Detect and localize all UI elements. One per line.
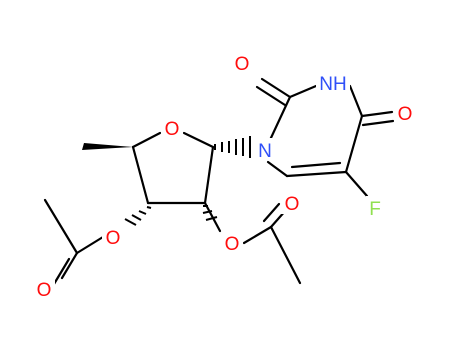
bond-c5-c6-double bbox=[290, 161, 342, 169]
bond-cacyl-o-left-double bbox=[52, 257, 71, 286]
wedge-c4-methyl bbox=[82, 143, 133, 150]
bond-c2-c1 bbox=[203, 145, 215, 205]
atom-o-carbonyl-left: O bbox=[37, 280, 52, 301]
atom-o-carbonyl-right: O bbox=[285, 194, 300, 215]
bond-c2-o2 bbox=[260, 77, 292, 99]
atom-o4: O bbox=[398, 104, 413, 125]
bond-n3-c4 bbox=[348, 84, 364, 118]
bond-c4-o4 bbox=[360, 110, 394, 118]
bond-c2-n3 bbox=[288, 84, 318, 99]
bond-c6-n1 bbox=[266, 160, 289, 178]
bond-n1-c2 bbox=[268, 95, 292, 142]
atom-o-ester-right: O bbox=[225, 234, 240, 255]
atom-f: F bbox=[369, 199, 381, 220]
atom-o-ring: O bbox=[165, 119, 180, 140]
bond-c5-f bbox=[344, 170, 369, 198]
hash-c2-o bbox=[202, 205, 218, 221]
atom-labels: O N NH O O F O O O O bbox=[33, 52, 416, 301]
hash-c3-o bbox=[124, 206, 152, 226]
bond-c2-o2-double bbox=[255, 85, 287, 107]
bond-c2p-o bbox=[203, 201, 222, 233]
bond-o-cacyl-left bbox=[75, 235, 105, 255]
bond-c4-o4p bbox=[131, 131, 162, 149]
bond-c4-c5 bbox=[344, 114, 364, 174]
atom-n3-h: NH bbox=[319, 74, 346, 95]
atom-o-ester-left: O bbox=[106, 228, 121, 249]
bond-o4p-c1 bbox=[182, 131, 215, 149]
atom-o2: O bbox=[235, 54, 250, 75]
bond-cacyl-ch3-right bbox=[269, 225, 302, 285]
bond-cacyl-ch3-left bbox=[43, 198, 79, 255]
hash-c1-n1 bbox=[214, 136, 251, 158]
bond-c5-c6 bbox=[285, 170, 348, 178]
bond-c4-o4-double bbox=[361, 119, 395, 127]
bond-o-cacyl-right bbox=[242, 225, 273, 245]
bond-cacyl-o-right-double bbox=[262, 202, 281, 223]
bonds bbox=[43, 77, 395, 286]
bond-cacyl-o-left bbox=[60, 251, 79, 280]
atom-n1: N bbox=[258, 141, 272, 162]
bond-c4-c3 bbox=[131, 145, 150, 205]
